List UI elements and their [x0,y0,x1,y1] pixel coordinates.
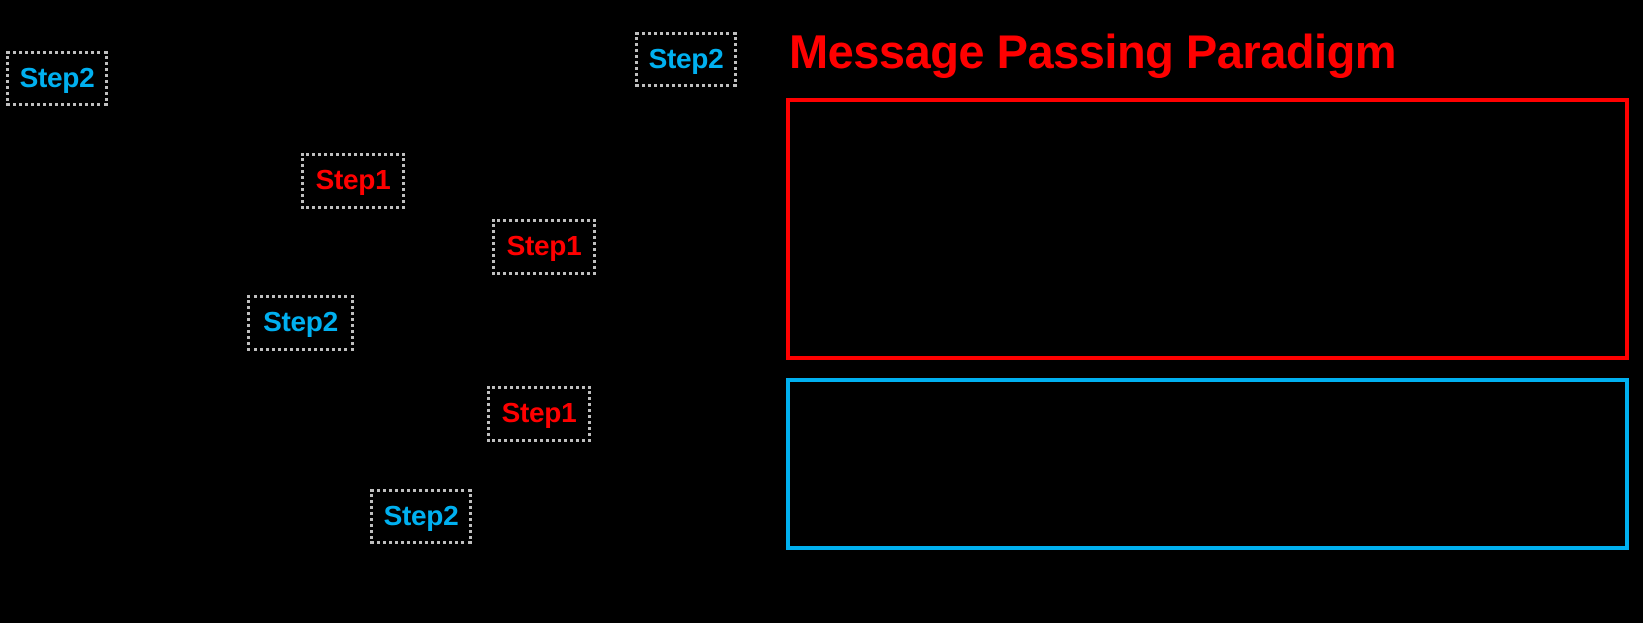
page-title: Message Passing Paradigm [789,25,1397,78]
step-marker-label: Step2 [263,306,338,337]
step-marker-label: Step2 [19,61,95,93]
secondary-callout-box [786,378,1629,550]
step-marker-step2[interactable]: Step2 [635,32,737,87]
step-marker-step1[interactable]: Step1 [301,153,405,209]
step-marker-label: Step1 [315,164,391,195]
step-marker-label: Step1 [501,397,577,428]
step-marker-step2[interactable]: Step2 [370,489,472,544]
primary-callout-box [786,98,1629,360]
step-marker-label: Step2 [648,42,724,74]
step-marker-step1[interactable]: Step1 [492,219,596,275]
step-marker-step1[interactable]: Step1 [487,386,591,442]
step-marker-step2[interactable]: Step2 [6,51,108,106]
step-marker-label: Step2 [383,499,459,531]
step-marker-step2[interactable]: Step2 [247,295,354,351]
step-marker-label: Step1 [506,230,582,261]
